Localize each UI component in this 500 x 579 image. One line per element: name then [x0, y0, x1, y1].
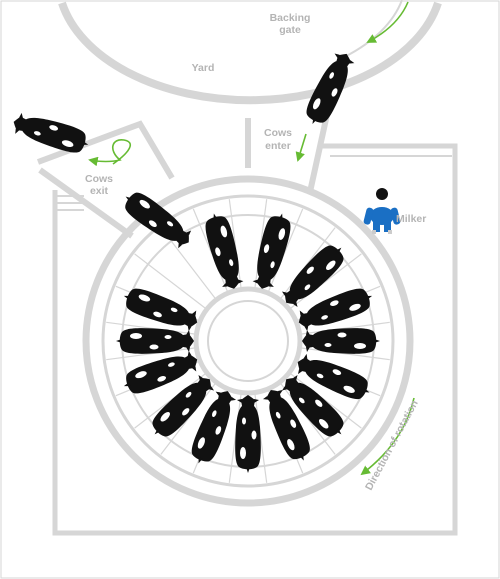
backing-gate-label-line2: gate — [279, 24, 301, 36]
cows-enter-label-line1: Cows — [264, 127, 292, 139]
stall-divider — [228, 199, 242, 288]
cows-exit-label-line2: exit — [90, 185, 109, 197]
stall-divider — [228, 394, 242, 483]
stall-divider — [192, 208, 228, 292]
cow-icon — [118, 186, 197, 253]
stall-divider — [254, 394, 268, 483]
backing-gate-label-line1: Backing — [270, 12, 311, 24]
cow-icon — [300, 48, 359, 130]
stall-divider — [254, 199, 268, 288]
cow-icon — [119, 283, 202, 335]
stall-divider — [160, 383, 216, 455]
stall-divider — [280, 227, 336, 299]
stall-divider — [290, 373, 362, 429]
stall-divider — [290, 253, 362, 309]
cows-exit-label-line1: Cows — [85, 173, 113, 185]
stall-divider — [280, 383, 336, 455]
backing-gate-arrow-icon — [366, 1, 409, 43]
stall-divider — [268, 208, 304, 292]
pit-enclosure — [52, 143, 458, 536]
cows-exit-arrow-icon — [88, 139, 132, 167]
cows-enter-arrow-icon — [295, 133, 307, 162]
stall-divider — [106, 347, 195, 361]
stall-divider — [301, 321, 390, 335]
milker-label: Milker — [396, 213, 426, 225]
stall-divider — [134, 253, 206, 309]
stall-divider — [301, 347, 390, 361]
stall-divider — [106, 321, 195, 335]
cow-icon — [9, 109, 92, 157]
milker-icon — [363, 188, 401, 234]
cows-enter-label-line2: enter — [265, 140, 291, 152]
stall-divider — [134, 373, 206, 429]
yard-label: Yard — [192, 62, 215, 74]
rotation-arrow-icon — [360, 397, 415, 476]
yard — [58, 0, 442, 105]
entry-lane — [245, 109, 331, 193]
